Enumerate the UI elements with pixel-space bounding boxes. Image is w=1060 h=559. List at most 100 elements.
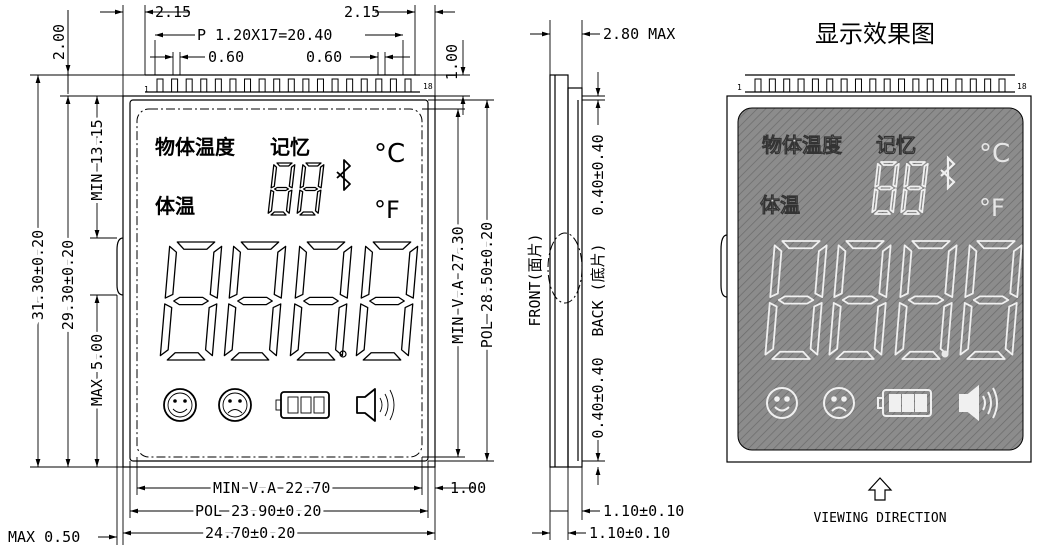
pin xyxy=(955,78,963,93)
preview-decimal-point xyxy=(941,350,949,358)
digit-segment xyxy=(889,188,897,214)
label-object-temp: 物体温度 xyxy=(155,135,236,159)
left-tab xyxy=(116,237,124,296)
digit-segment xyxy=(873,302,887,356)
viewing-direction-arrow-icon xyxy=(867,477,893,501)
label-front: FRONT(面片) xyxy=(526,233,544,326)
digit-segment xyxy=(362,352,402,361)
label-back: BACK (底片) xyxy=(589,243,607,336)
digit-segment xyxy=(1009,244,1023,298)
digit-segment xyxy=(1004,302,1018,356)
digit-segment xyxy=(305,162,322,167)
digit-segment xyxy=(828,302,842,356)
preview-sad-face-icon xyxy=(823,387,855,419)
digit-segment xyxy=(302,186,319,192)
pin xyxy=(984,78,992,93)
pin xyxy=(898,78,906,93)
digit-segment xyxy=(299,164,307,189)
dim-right-2-15: 2.15 xyxy=(344,3,380,21)
dim-pin-width-left: 0.60 xyxy=(208,48,244,66)
dim-bottom-1-00: 1.00 xyxy=(450,479,486,497)
pin-first-label: 1 xyxy=(144,85,149,94)
digit-segment xyxy=(878,244,892,298)
viewing-area-outline xyxy=(136,108,423,458)
side-view: FRONT(面片) BACK (底片) 2.80 MAX 0.40±0.40 0… xyxy=(526,20,684,542)
preview-pin-first: 1 xyxy=(737,83,742,92)
digit-segment xyxy=(237,296,273,306)
digit-segment xyxy=(296,352,336,361)
dim-total-width: 24.70±0.20 xyxy=(205,524,295,542)
dim-side-1-10-a: 1.10±0.10 xyxy=(603,502,684,520)
pin xyxy=(754,78,762,93)
viewing-direction-label: VIEWING DIRECTION xyxy=(813,511,946,526)
digit-segment xyxy=(268,303,282,357)
pin xyxy=(244,78,252,93)
digit-segment xyxy=(270,164,278,189)
digit-segment xyxy=(223,303,237,357)
digit-segment xyxy=(228,245,242,299)
digit-segment xyxy=(894,302,908,356)
pin xyxy=(375,78,383,93)
main-digits xyxy=(159,241,419,361)
digit-segment xyxy=(400,303,414,357)
digit-segment xyxy=(334,303,348,357)
preview-celsius: °C xyxy=(979,139,1010,169)
side-tab-outline xyxy=(547,232,583,304)
digit-segment xyxy=(972,295,1010,305)
digit-segment xyxy=(959,302,973,356)
dim-right-1-00: 1.00 xyxy=(443,44,461,80)
digit-segment xyxy=(835,350,875,360)
digit-segment xyxy=(166,352,206,361)
digit-segment xyxy=(294,245,308,299)
digit-segment xyxy=(159,303,173,357)
pin xyxy=(346,78,354,93)
label-body-temp: 体温 xyxy=(155,194,195,218)
digit-segment xyxy=(901,350,941,360)
pin xyxy=(768,78,776,93)
pin xyxy=(840,78,848,93)
left-dimensions: 31.30±0.20 29.30±0.20 MIN 13.15 MAX 5.00 xyxy=(26,74,145,468)
digit-segment xyxy=(769,244,783,298)
dim-side-1-10-b: 1.10±0.10 xyxy=(589,524,670,542)
digit-segment xyxy=(903,162,911,188)
preview-fahrenheit: °F xyxy=(979,194,1005,222)
pin xyxy=(302,78,310,93)
pin xyxy=(171,78,179,93)
pin xyxy=(287,78,295,93)
digit-segment xyxy=(871,188,879,214)
front-view: 1 18 物体温度 记忆 体温 °C °F xyxy=(8,3,499,546)
digit-segment xyxy=(877,185,894,191)
preview-icons xyxy=(766,384,998,422)
dim-min-va-height: MIN V.A 27.30 xyxy=(449,226,467,343)
fahrenheit-symbol: °F xyxy=(374,196,400,224)
pol-outline xyxy=(129,99,429,462)
digit-segment xyxy=(276,162,293,167)
preview-happy-face-icon xyxy=(766,387,798,419)
pin xyxy=(273,78,281,93)
battery-icon xyxy=(275,391,330,419)
pin xyxy=(912,78,920,93)
pin xyxy=(156,78,164,93)
dim-pin-width-right: 0.60 xyxy=(306,48,342,66)
dim-max-0-50: MAX 0.50 xyxy=(8,528,80,546)
pin xyxy=(214,78,222,93)
dim-side-bottom-offset: 0.40±0.40 xyxy=(589,357,607,438)
digit-segment xyxy=(240,241,280,250)
preview-bluetooth-icon xyxy=(940,155,956,191)
digit-segment xyxy=(173,296,209,306)
pin xyxy=(185,78,193,93)
dim-side-top-offset: 0.40±0.40 xyxy=(589,134,607,215)
digit-segment xyxy=(976,240,1016,250)
digit-segment xyxy=(918,188,926,214)
happy-face-icon xyxy=(163,388,197,422)
digit-segment xyxy=(781,240,821,250)
digit-segment xyxy=(369,296,405,306)
digit-segment xyxy=(289,303,303,357)
digit-segment xyxy=(833,244,847,298)
pin xyxy=(883,78,891,93)
digit-segment xyxy=(874,210,891,215)
preview-pin-row xyxy=(754,78,1006,93)
dim-pitch: P 1.20X17=20.40 xyxy=(197,26,332,44)
pin xyxy=(797,78,805,93)
